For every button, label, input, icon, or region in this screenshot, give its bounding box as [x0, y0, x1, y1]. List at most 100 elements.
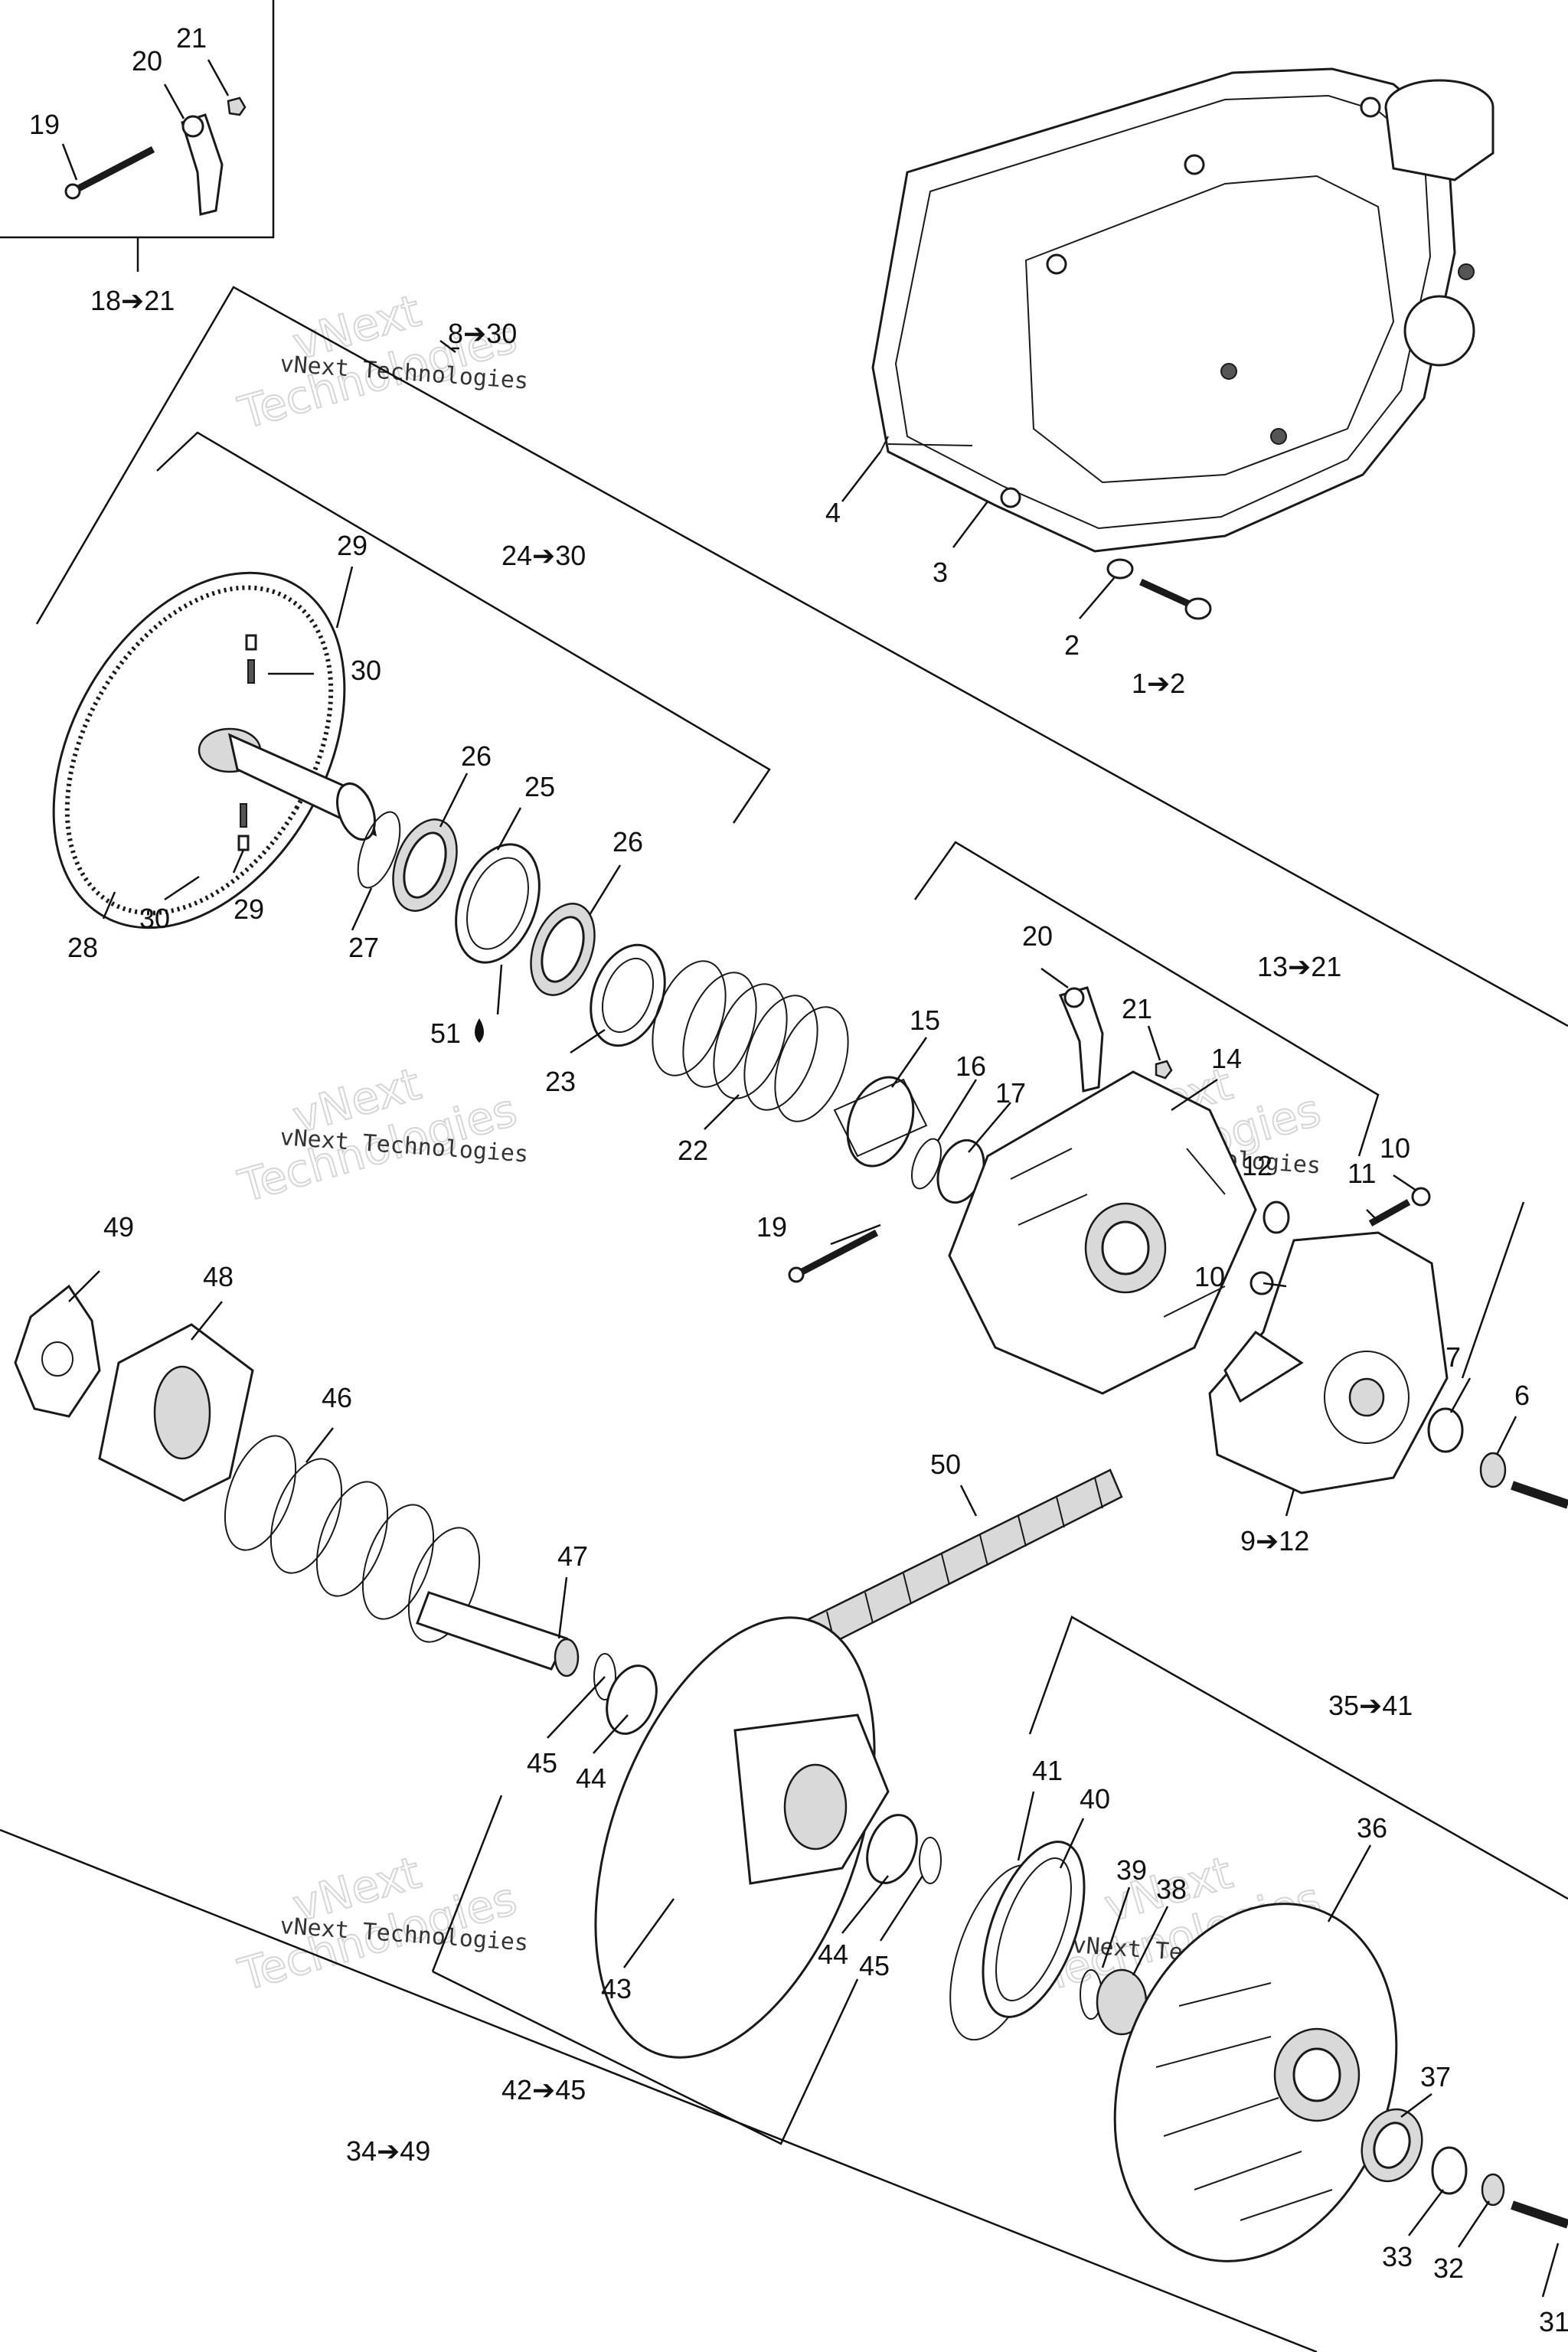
callout-labels: 1➔2 2 3 4 6 7 8➔30 9➔12 10 10 11 12 13➔2… — [29, 22, 1568, 2337]
cover-window — [1403, 295, 1475, 367]
callout-2: 2 — [1064, 629, 1080, 661]
callout-17: 17 — [995, 1077, 1026, 1109]
circlip-45-b — [919, 1837, 942, 1884]
callout-36: 36 — [1357, 1812, 1387, 1844]
callout-4: 4 — [825, 497, 841, 528]
nut-21-inset — [227, 96, 247, 116]
frame-35-41 — [1028, 1615, 1568, 1900]
callout-43: 43 — [601, 1973, 632, 2004]
callout-1-2: 1➔2 — [1132, 668, 1185, 699]
callout-7: 7 — [1446, 1341, 1461, 1373]
callout-9-12: 9➔12 — [1240, 1525, 1309, 1557]
washer-10-b — [1411, 1187, 1431, 1207]
callout-20: 20 — [1022, 920, 1053, 952]
set-screw-29-bottom — [237, 835, 250, 851]
frame-13-21 — [913, 841, 1380, 1157]
spring-46 — [224, 1435, 297, 1551]
callout-21-inset: 21 — [176, 22, 207, 54]
bolt-19-inset — [70, 146, 155, 194]
callout-41: 41 — [1032, 1755, 1063, 1786]
set-screw-29-top — [245, 634, 257, 651]
callout-35-41: 35➔41 — [1328, 1690, 1413, 1721]
callout-42-45: 42➔45 — [501, 2074, 586, 2105]
fixed-half-28 — [52, 571, 377, 929]
spring-seat-23 — [590, 943, 666, 1047]
retaining-screw — [1511, 1481, 1568, 1509]
callout-18-21: 18➔21 — [90, 285, 175, 316]
shaft-47 — [416, 1591, 569, 1671]
screw-31 — [1511, 2200, 1568, 2229]
bushing-25 — [455, 843, 541, 964]
callout-30-bottom: 30 — [139, 903, 170, 934]
callout-50: 50 — [930, 1449, 961, 1480]
cover-shell — [871, 67, 1456, 553]
callout-47: 47 — [557, 1540, 588, 1572]
washer-33 — [1431, 2146, 1468, 2195]
callout-38: 38 — [1156, 1873, 1187, 1905]
driven-pulley — [14, 1284, 1568, 2262]
callout-44-a: 44 — [576, 1762, 606, 1794]
callout-12: 12 — [1242, 1150, 1272, 1181]
callout-10-a: 10 — [1380, 1132, 1410, 1164]
callout-29-top: 29 — [337, 530, 368, 561]
screw-1 — [1139, 578, 1196, 610]
washer-10-a — [1250, 1271, 1274, 1295]
inset-parts — [64, 96, 247, 216]
grease-drop-icon — [475, 1018, 484, 1043]
callout-23: 23 — [545, 1066, 576, 1097]
roller-12 — [1263, 1200, 1290, 1234]
ramp-40 — [982, 1841, 1086, 2018]
callout-34-49: 34➔49 — [346, 2135, 430, 2167]
callout-10-b: 10 — [1194, 1261, 1225, 1292]
washer-2 — [1106, 558, 1134, 580]
callout-16: 16 — [956, 1050, 986, 1082]
circlip-27 — [357, 811, 401, 889]
washer-32 — [1481, 2173, 1505, 2207]
callout-33: 33 — [1382, 2241, 1413, 2272]
callout-39: 39 — [1116, 1854, 1147, 1886]
callout-30-top: 30 — [351, 655, 381, 686]
cap-15 — [846, 1076, 915, 1168]
shaft-stack — [357, 811, 666, 1047]
callout-37: 37 — [1420, 2061, 1451, 2092]
frame-24-30 — [156, 431, 771, 824]
spring-22 — [652, 960, 849, 1122]
callout-29-bottom: 29 — [234, 893, 264, 925]
frame-42-45 — [431, 1795, 859, 2145]
cover-gasket — [880, 436, 973, 452]
callout-11: 11 — [1348, 1158, 1376, 1189]
callout-26-a: 26 — [461, 740, 492, 772]
circlip-16 — [910, 1138, 942, 1190]
callout-44-b: 44 — [818, 1939, 848, 1970]
callout-25: 25 — [524, 771, 555, 802]
governor-cup — [1208, 1187, 1568, 1509]
belt-cover — [871, 67, 1494, 620]
callout-51: 51 — [430, 1018, 461, 1049]
callout-8-30: 8➔30 — [448, 318, 517, 349]
callout-6: 6 — [1514, 1380, 1530, 1411]
callout-32: 32 — [1433, 2252, 1464, 2284]
bushing-44-a — [606, 1664, 658, 1735]
lever-20 — [1058, 986, 1104, 1093]
callout-20-inset: 20 — [132, 45, 162, 77]
inset-box-18-21 — [0, 0, 275, 239]
washer-7 — [1427, 1407, 1464, 1453]
callout-19: 19 — [756, 1211, 787, 1243]
pin-30-bottom — [240, 803, 247, 828]
callout-22: 22 — [678, 1135, 708, 1166]
callout-26-b: 26 — [612, 826, 643, 858]
cam-49 — [14, 1284, 101, 1418]
lever-20-inset — [181, 113, 224, 216]
callout-15: 15 — [910, 1004, 940, 1036]
callout-45-b: 45 — [859, 1950, 890, 1981]
callout-27: 27 — [348, 932, 379, 963]
callout-19-inset: 19 — [29, 109, 60, 140]
callout-48: 48 — [203, 1261, 234, 1292]
callout-24-30: 24➔30 — [501, 540, 586, 571]
callout-49: 49 — [103, 1211, 134, 1243]
washer-6 — [1479, 1452, 1507, 1488]
callout-40: 40 — [1080, 1783, 1110, 1815]
callout-21: 21 — [1122, 993, 1152, 1024]
